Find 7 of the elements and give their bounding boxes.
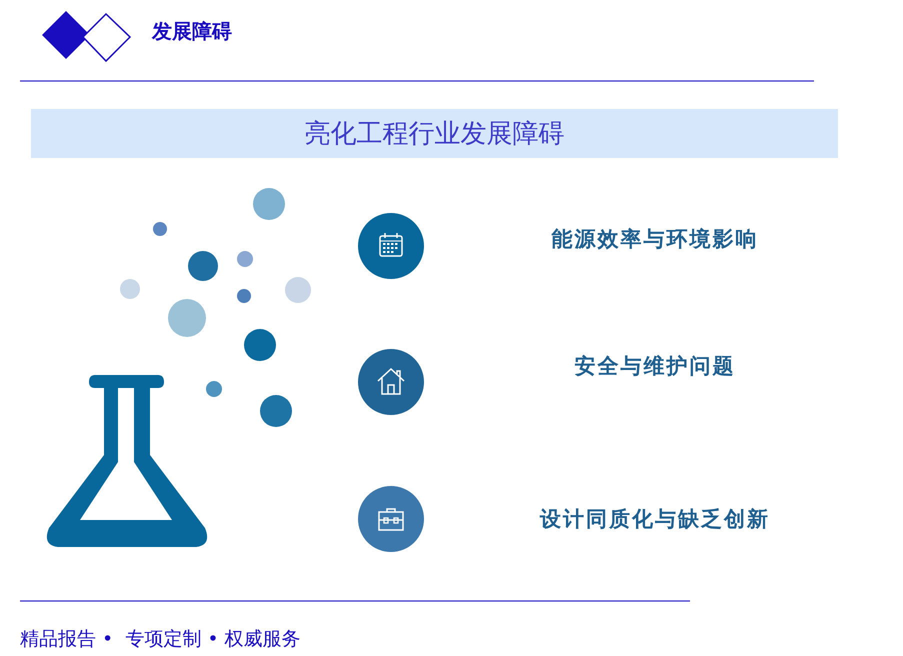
banner-title: 亮化工程行业发展障碍 xyxy=(304,118,566,151)
banner xyxy=(31,109,838,158)
footer-slogan: 精品报告 • 专项定制 • 权威服务 xyxy=(20,627,301,652)
item-heading: 设计同质化与缺乏创新 xyxy=(538,506,771,533)
item-heading: 能源效率与环境影响 xyxy=(550,226,760,253)
page-heading: 发展障碍 xyxy=(152,18,232,45)
item-heading: 安全与维护问题 xyxy=(574,353,736,380)
